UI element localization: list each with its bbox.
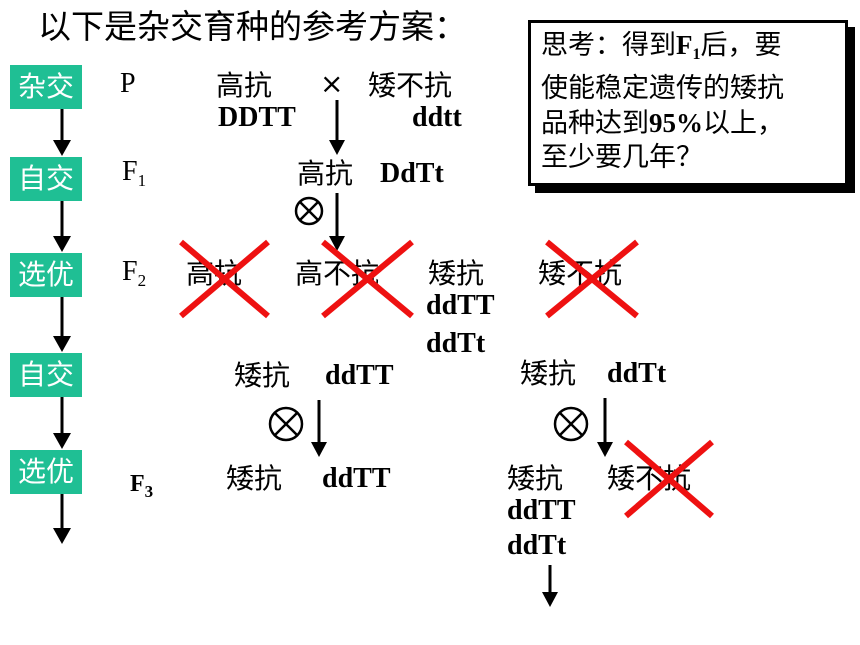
arrowhead-self-left <box>311 442 327 457</box>
step-arrows <box>53 109 71 544</box>
eliminate-tall-resistant-icon <box>179 239 270 319</box>
f3-left-genotype: ddTT <box>322 463 391 494</box>
cross-sign: × <box>320 67 344 100</box>
step-self-cross-2: 自交 <box>10 353 83 397</box>
arrowhead-p-to-f1 <box>329 140 345 155</box>
eliminate-dwarf-nonresistant-icon <box>545 239 639 319</box>
step-self-cross: 自交 <box>10 157 83 201</box>
generation-f3: F3 <box>130 471 154 501</box>
selfing-icon-f1 <box>294 196 324 226</box>
self-right-genotype: ddTt <box>607 358 667 389</box>
step-hybridize: 杂交 <box>10 65 83 109</box>
generation-f2: F2 <box>122 256 147 290</box>
f2-genotype-ddtt-hetero: ddTt <box>426 328 486 359</box>
generation-f1: F1 <box>122 156 147 190</box>
self-left-genotype: ddTT <box>325 360 394 391</box>
parent1-phenotype: 高抗 <box>216 69 273 102</box>
think-line-1: 思考：得到F1后，要 <box>541 30 782 63</box>
step-arrowhead-2 <box>53 236 71 252</box>
flow-arrows <box>311 100 613 607</box>
selfing-icon-left <box>268 406 304 442</box>
arrowhead-self-right <box>597 442 613 457</box>
step-select-2: 选优 <box>10 450 83 494</box>
f3-right-genotype-hetero: ddTt <box>507 530 567 561</box>
page-title: 以下是杂交育种的参考方案： <box>38 7 467 46</box>
f2-dwarf-resistant: 矮抗 <box>428 257 485 290</box>
step-arrowhead-1 <box>53 140 71 156</box>
parent2-genotype: ddtt <box>412 102 462 133</box>
think-line-2: 使能稳定遗传的矮抗 <box>541 73 784 104</box>
f1-phenotype: 高抗 <box>297 157 354 190</box>
think-line-4: 至少要几年？ <box>541 142 703 173</box>
think-question-box: 思考：得到F1后，要 使能稳定遗传的矮抗 品种达到95%以上， 至少要几年？ <box>528 20 848 186</box>
arrowhead-continue <box>542 592 558 607</box>
f3-right-genotype-homo: ddTT <box>507 495 576 526</box>
f3-right-phenotype: 矮抗 <box>507 462 564 495</box>
elimination-marks <box>179 239 714 519</box>
selfing-icon-right <box>553 406 589 442</box>
self-left-phenotype: 矮抗 <box>234 359 291 392</box>
step-arrowhead-5 <box>53 528 71 544</box>
f1-genotype: DdTt <box>380 158 444 189</box>
arrowhead-f1-to-f2 <box>329 236 345 251</box>
f2-genotype-ddtt-homo: ddTT <box>426 290 495 321</box>
step-arrowhead-3 <box>53 336 71 352</box>
selfing-symbols <box>268 196 589 442</box>
parent2-phenotype: 矮不抗 <box>368 69 453 102</box>
parent1-genotype: DDTT <box>218 102 296 133</box>
eliminate-f3-dwarf-nonresistant-icon <box>624 439 714 519</box>
eliminate-tall-nonresistant-icon <box>321 239 414 319</box>
generation-p: P <box>120 68 136 99</box>
think-line-3: 品种达到95%以上， <box>541 108 784 139</box>
step-arrowhead-4 <box>53 433 71 449</box>
step-select: 选优 <box>10 253 83 297</box>
f3-left-phenotype: 矮抗 <box>226 462 283 495</box>
self-right-phenotype: 矮抗 <box>520 357 577 390</box>
